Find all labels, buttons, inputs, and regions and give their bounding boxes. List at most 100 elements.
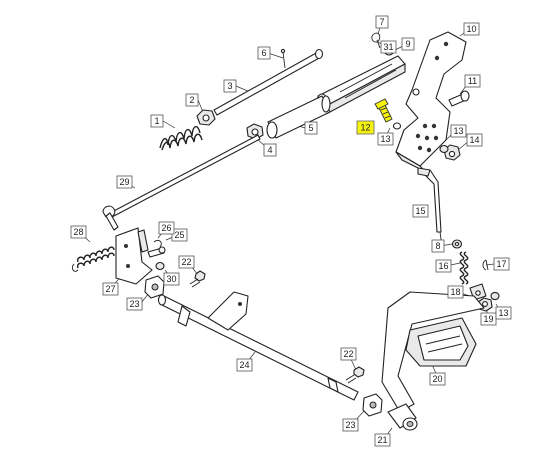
svg-text:21: 21: [377, 435, 387, 445]
callout-15: 15: [412, 204, 429, 218]
callout-28: 28: [70, 225, 87, 239]
svg-text:13: 13: [453, 126, 463, 136]
part-21-bushing: [387, 403, 418, 431]
svg-text:31: 31: [383, 42, 393, 52]
callout-12-highlighted: 12: [356, 120, 375, 135]
svg-text:13: 13: [380, 134, 390, 144]
svg-text:12: 12: [360, 123, 370, 133]
svg-text:16: 16: [438, 261, 448, 271]
svg-text:7: 7: [379, 17, 384, 27]
svg-text:25: 25: [174, 230, 184, 240]
svg-text:6: 6: [261, 48, 266, 58]
part-22-bolt-lower: [345, 366, 365, 384]
callout-27: 27: [102, 282, 119, 296]
part-11-pin: [448, 90, 470, 107]
callout-26: 26: [158, 221, 175, 235]
part-30-washer: [155, 261, 165, 271]
part-7-clip: [371, 32, 381, 49]
callout-6: 6: [257, 46, 271, 60]
callout-25: 25: [171, 228, 188, 242]
callout-13-lower: 13: [495, 306, 512, 320]
part-2-nut: [196, 109, 216, 126]
part-25-clip: [153, 239, 162, 248]
svg-text:10: 10: [466, 24, 476, 34]
part-6-pin: [280, 48, 286, 69]
callout-13-upper-left: 13: [377, 132, 394, 146]
svg-text:22: 22: [343, 349, 353, 359]
svg-text:23: 23: [345, 420, 355, 430]
callout-20: 20: [429, 372, 446, 386]
svg-text:20: 20: [432, 374, 442, 384]
part-23-bushing-upper: [144, 275, 165, 299]
svg-text:28: 28: [73, 227, 83, 237]
svg-text:8: 8: [435, 241, 440, 251]
part-3-rod: [213, 48, 324, 116]
part-8-washer: [451, 239, 463, 249]
callout-23-lower: 23: [342, 418, 359, 432]
part-1-spring: [159, 125, 203, 151]
callout-13-upper-right: 13: [450, 124, 467, 138]
callout-17: 17: [493, 257, 510, 271]
part-22-bolt-upper: [189, 270, 206, 288]
callout-19: 19: [480, 312, 497, 326]
svg-text:11: 11: [468, 76, 477, 86]
callout-21: 21: [374, 433, 391, 447]
part-20-pedal-arm: [381, 291, 485, 413]
svg-text:27: 27: [105, 284, 115, 294]
callout-31: 31: [380, 40, 397, 54]
svg-text:24: 24: [239, 360, 249, 370]
part-4-nut: [246, 123, 264, 140]
callout-29: 29: [116, 175, 133, 189]
svg-text:1: 1: [154, 116, 159, 126]
part-13-washer-lower: [490, 291, 500, 301]
svg-text:19: 19: [483, 314, 493, 324]
svg-text:18: 18: [450, 287, 460, 297]
part-24-shaft: [157, 291, 359, 401]
callout-1: 1: [150, 114, 164, 128]
part-16-spring: [459, 251, 469, 285]
svg-text:4: 4: [267, 145, 272, 155]
callout-9: 9: [401, 37, 415, 51]
svg-text:30: 30: [166, 274, 176, 284]
callout-labels: 6 2 3 1 5 4 7 31 9 10 11 12 13 13 14 15 …: [70, 15, 512, 447]
part-10-plate: [395, 31, 467, 173]
callout-5: 5: [304, 121, 318, 135]
svg-text:15: 15: [415, 206, 425, 216]
part-15-rod: [417, 167, 443, 247]
svg-text:26: 26: [161, 223, 171, 233]
svg-text:17: 17: [496, 259, 506, 269]
callout-8: 8: [431, 239, 445, 253]
callout-14: 14: [466, 133, 483, 147]
part-27-bracket: [115, 227, 153, 285]
svg-text:22: 22: [181, 257, 191, 267]
svg-text:2: 2: [189, 95, 194, 105]
part-29-rod: [102, 134, 261, 231]
svg-text:5: 5: [308, 123, 313, 133]
svg-text:3: 3: [227, 81, 232, 91]
part-26-pin: [147, 246, 166, 258]
part-12-bolt-highlighted: [374, 98, 402, 130]
callout-10: 10: [463, 22, 480, 36]
callout-3: 3: [223, 79, 237, 93]
part-17-clip: [482, 259, 489, 271]
svg-text:29: 29: [119, 177, 129, 187]
part-13-washer-upper: [439, 144, 449, 154]
callout-4: 4: [263, 143, 277, 157]
callout-24: 24: [236, 358, 253, 372]
callout-11: 11: [464, 74, 481, 88]
callout-2: 2: [185, 93, 199, 107]
svg-text:14: 14: [469, 135, 479, 145]
part-5-tube: [266, 95, 331, 139]
callout-23-upper: 23: [126, 297, 143, 311]
callout-16: 16: [435, 259, 452, 273]
callout-22-upper: 22: [178, 255, 195, 269]
callout-7: 7: [375, 15, 389, 29]
part-23-bushing-lower: [362, 393, 383, 417]
part-28-spring: [71, 246, 115, 272]
callout-30: 30: [163, 272, 180, 286]
callout-22-lower: 22: [340, 347, 357, 361]
callout-18: 18: [447, 285, 464, 299]
svg-text:23: 23: [129, 299, 139, 309]
